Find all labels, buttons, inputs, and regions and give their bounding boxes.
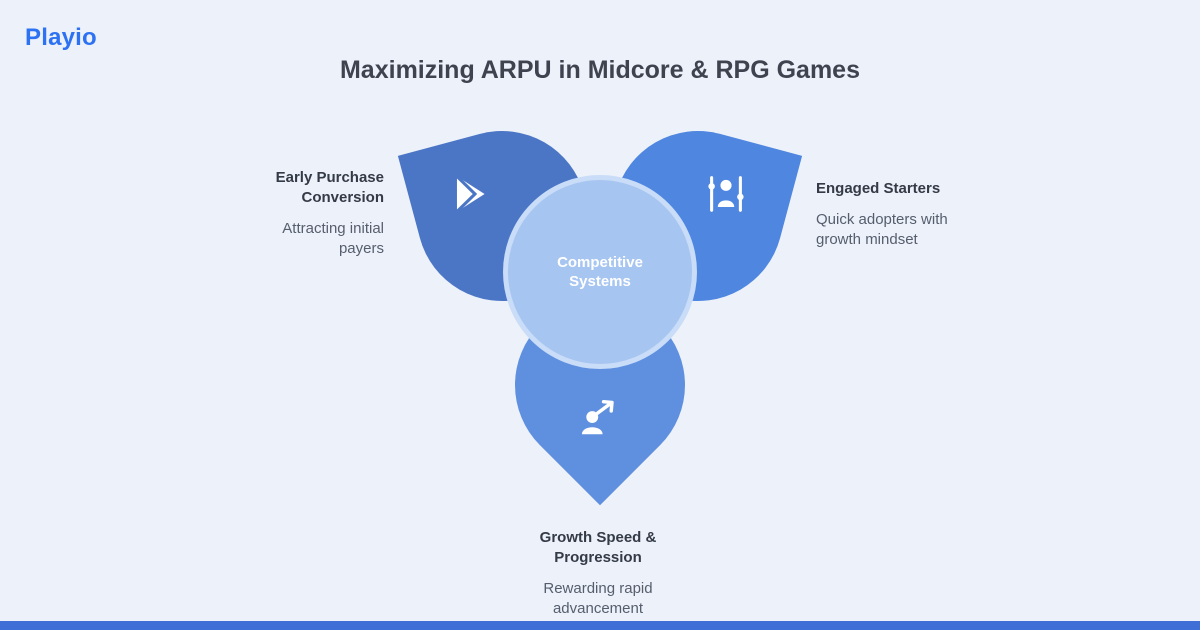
label-desc-engaged-starters: Quick adopters with growth mindset — [816, 211, 948, 248]
label-growth-speed-progression: Growth Speed & Progression Rewarding rap… — [518, 528, 678, 619]
brand-logo: Playio — [25, 24, 97, 51]
label-title-early-purchase: Early Purchase Conversion — [275, 169, 384, 206]
person-sliders-icon — [702, 170, 750, 218]
label-early-purchase-conversion: Early Purchase Conversion Attracting ini… — [249, 168, 384, 259]
google-play-icon — [446, 170, 494, 218]
label-desc-early-purchase: Attracting initial payers — [282, 220, 384, 257]
center-node-label: Competitive Systems — [557, 254, 643, 290]
page-title: Maximizing ARPU in Midcore & RPG Games — [339, 56, 860, 84]
label-engaged-starters: Engaged Starters Quick adopters with gro… — [816, 179, 974, 250]
center-node: Competitive Systems — [503, 175, 697, 369]
label-desc-growth-speed: Rewarding rapid advancement — [543, 580, 653, 617]
label-title-engaged-starters: Engaged Starters — [816, 180, 941, 197]
person-growth-arrow-icon — [574, 394, 622, 442]
bottom-accent-bar — [0, 621, 1200, 630]
label-title-growth-speed: Growth Speed & Progression — [539, 529, 657, 566]
